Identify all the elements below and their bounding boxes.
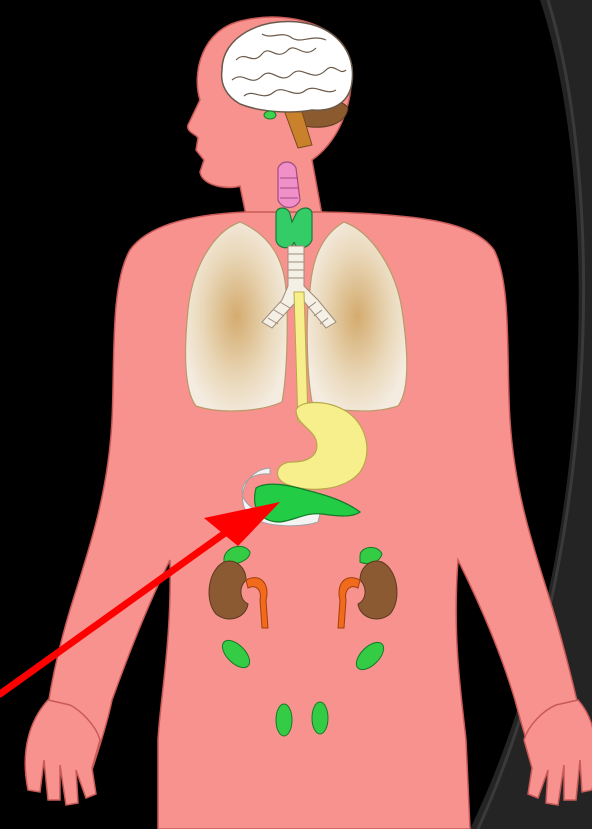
left-testis bbox=[276, 704, 292, 736]
larynx bbox=[278, 162, 300, 208]
right-testis bbox=[312, 702, 328, 734]
pituitary-gland bbox=[264, 111, 276, 119]
